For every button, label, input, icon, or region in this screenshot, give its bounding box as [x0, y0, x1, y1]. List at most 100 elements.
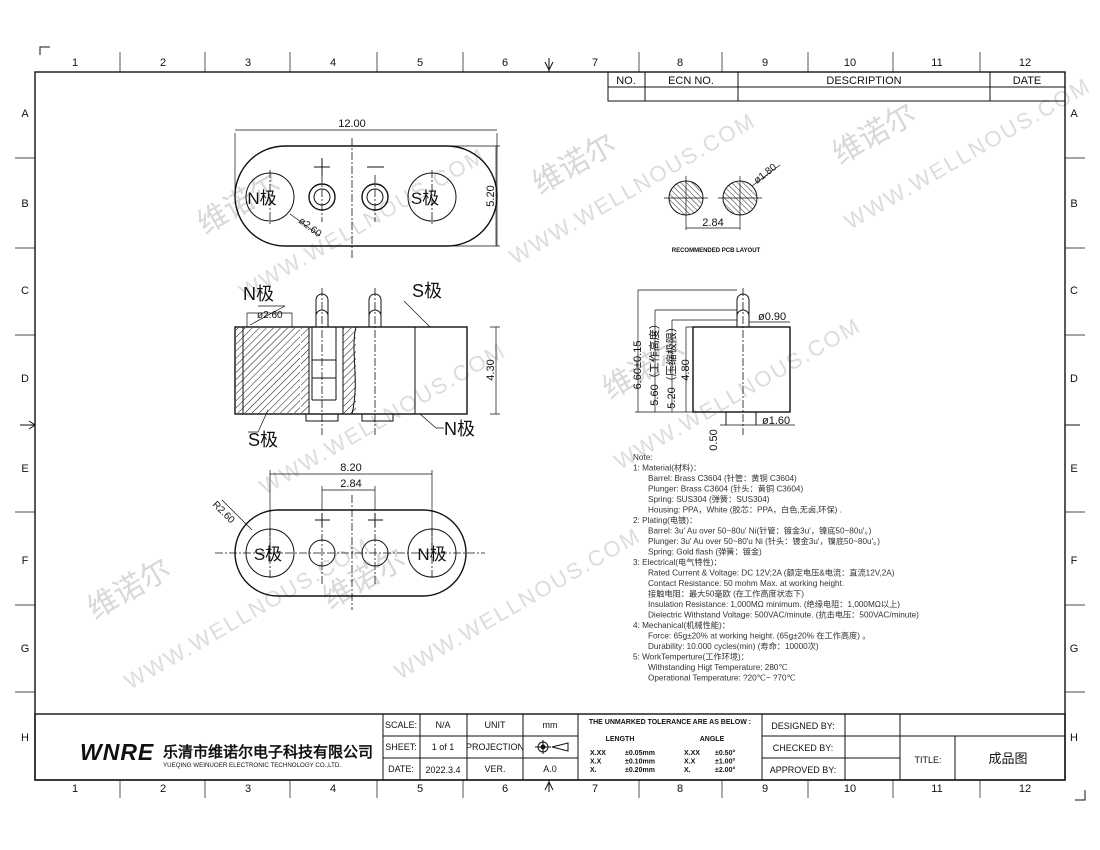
drawing-label: WWW.WELLNOUS.COM — [840, 73, 1095, 235]
dim-plunger: ø0.90 — [758, 311, 786, 323]
rev-header-no: NO. — [616, 75, 636, 87]
drawing-label: DATE: — [388, 764, 414, 774]
grid-row-label: C — [21, 285, 29, 297]
note-line: Note: — [633, 453, 653, 462]
grid-row-label: E — [21, 463, 28, 475]
note-line: Plunger: 3u' Au over 50~80'u Ni (针头：镀金3u… — [648, 536, 880, 546]
drawing-label: 1 of 1 — [432, 742, 455, 752]
drawing-label: SCALE: — [385, 720, 417, 730]
grid-column-label: 7 — [592, 57, 598, 69]
rev-header-date: DATE — [1013, 75, 1042, 87]
note-line: Contact Resistance: 50 mohm Max. at work… — [648, 579, 844, 588]
drawing-label: S极 — [412, 281, 442, 301]
drawing-label: SHEET: — [385, 742, 417, 752]
grid-row-label: H — [1070, 732, 1078, 744]
grid-column-label: 5 — [417, 57, 423, 69]
note-line: Rated Current & Voltage: DC 12V;2A (额定电压… — [648, 568, 895, 578]
tolerance-length-format: X. — [590, 767, 597, 774]
grid-row-label: D — [1070, 373, 1078, 385]
note-line: Operational Temperature: ?20℃~ ?70℃ — [648, 674, 796, 683]
grid-column-label: 6 — [502, 783, 508, 795]
tolerance-angle-format: X.XX — [684, 750, 700, 757]
drawing-label: N极 — [417, 545, 446, 564]
dim-pitch: 2.84 — [340, 478, 361, 490]
title-block: WNRE 乐清市维诺尔电子科技有限公司 YUEQING WEINUOER ELE… — [34, 713, 1066, 781]
dim-compressed: 5.20（压缩极限） — [664, 321, 678, 408]
note-line: 4: Mechanical(机械性能)： — [633, 620, 730, 630]
tolerance-angle-format: X. — [684, 767, 691, 774]
drawing-label: VER. — [484, 764, 505, 774]
grid-row-label: A — [1070, 108, 1078, 120]
rev-header-ecn: ECN NO. — [668, 75, 714, 87]
note-line: 1: Material(材料)： — [633, 463, 701, 473]
drawing-label: UNIT — [485, 720, 506, 730]
drawing-label: LENGTH — [606, 736, 635, 743]
drawing-label: CHECKED BY: — [773, 743, 834, 753]
dim-width: 12.00 — [338, 118, 366, 130]
grid-column-label: 5 — [417, 783, 423, 795]
grid-row-label: E — [1070, 463, 1077, 475]
tolerance-length-value: ±0.10mm — [625, 759, 655, 766]
notes: Note:1: Material(材料)：Barrel: Brass C3604… — [633, 453, 919, 683]
projection-symbol-icon — [535, 740, 569, 754]
pcb-layout: 2.84 ø1.80 RECOMMENDED PCB LAYOUT — [664, 162, 781, 254]
drawing-title: 成品图 — [988, 751, 1027, 766]
dim-body: 4.80 — [680, 359, 692, 380]
tolerance-length-format: X.X — [590, 759, 602, 766]
tolerance-angle-value: ±0.50° — [715, 749, 735, 757]
note-line: 3: Electrical(电气特性)： — [633, 557, 722, 567]
drawing-label: A.0 — [543, 764, 557, 774]
grid-column-label: 9 — [762, 783, 768, 795]
grid-column-label: 12 — [1019, 57, 1031, 69]
note-line: 2: Plating(电镀)： — [633, 515, 697, 525]
dim-height: 5.20 — [485, 185, 497, 206]
grid-row-label: G — [21, 643, 30, 655]
grid-column-label: 9 — [762, 57, 768, 69]
grid-row-label: B — [21, 198, 28, 210]
grid-column-label: 10 — [844, 57, 856, 69]
grid-column-label: 2 — [160, 57, 166, 69]
pcb-caption: RECOMMENDED PCB LAYOUT — [672, 248, 761, 254]
grid-column-label: 1 — [72, 783, 78, 795]
drawing-label: 2022.3.4 — [425, 765, 460, 775]
drawing-label: PROJECTION — [466, 742, 524, 752]
drawing-label: N极 — [243, 284, 274, 304]
note-line: Spring: Gold flash (弹簧：镀金) — [648, 547, 762, 557]
drawing-label: N极 — [247, 189, 276, 208]
note-line: Durability: 10.000 cycles(min) (寿命：10000… — [648, 641, 819, 651]
company-name-cn: 乐清市维诺尔电子科技有限公司 — [163, 743, 373, 761]
grid-row-label: F — [1071, 555, 1078, 567]
tolerance-length-format: X.XX — [590, 750, 606, 757]
side-view: N极 S极 S极 N极 ø2.60 4.30 — [234, 281, 500, 450]
note-line: Insulation Resistance: 1,000MΩ minimum. … — [648, 599, 900, 609]
revision-table: NO. ECN NO. DESCRIPTION DATE — [607, 71, 1066, 102]
grid-row-label: C — [1070, 285, 1078, 297]
grid-column-label: 3 — [245, 783, 251, 795]
tolerance-angle-value: ±1.00° — [715, 758, 735, 766]
grid-column-label: 11 — [931, 57, 942, 69]
drawing-label: mm — [543, 720, 558, 730]
grid-column-label: 4 — [330, 783, 336, 795]
dim-tail-dia: ø1.60 — [762, 415, 790, 427]
grid-column-label: 3 — [245, 57, 251, 69]
grid-column-label: 8 — [677, 57, 683, 69]
company-name-en: YUEQING WEINUOER ELECTRONIC TECHNOLOGY C… — [163, 762, 341, 769]
watermark: 维诺尔 维诺尔 维诺尔 维诺尔 维诺尔 维诺尔 WWW.WELLNOUS.COM… — [82, 73, 1095, 695]
note-line: Plunger: Brass C3604 (针头：黄铜 C3604) — [648, 484, 803, 494]
company-logo: WNRE 乐清市维诺尔电子科技有限公司 YUEQING WEINUOER ELE… — [80, 739, 373, 769]
drawing-label: S极 — [411, 189, 439, 208]
note-line: Housing: PPA，White (胶芯：PPA，白色,无卤,环保) . — [648, 505, 842, 515]
grid-row-label: D — [21, 373, 29, 385]
note-line: Barrel: 3u' Au over 50~80u' Ni(针管：镀金3u'，… — [648, 526, 872, 536]
drawing-label: ANGLE — [700, 736, 725, 743]
tolerance-angle-value: ±2.00° — [715, 766, 735, 774]
grid-column-label: 4 — [330, 57, 336, 69]
grid-row-label: B — [1070, 198, 1077, 210]
dim-radius: R2.60 — [210, 499, 237, 526]
grid-row-label: F — [22, 555, 29, 567]
tolerance-length-value: ±0.20mm — [625, 767, 655, 774]
grid-column-label: 8 — [677, 783, 683, 795]
drawing-label: N极 — [444, 419, 475, 439]
